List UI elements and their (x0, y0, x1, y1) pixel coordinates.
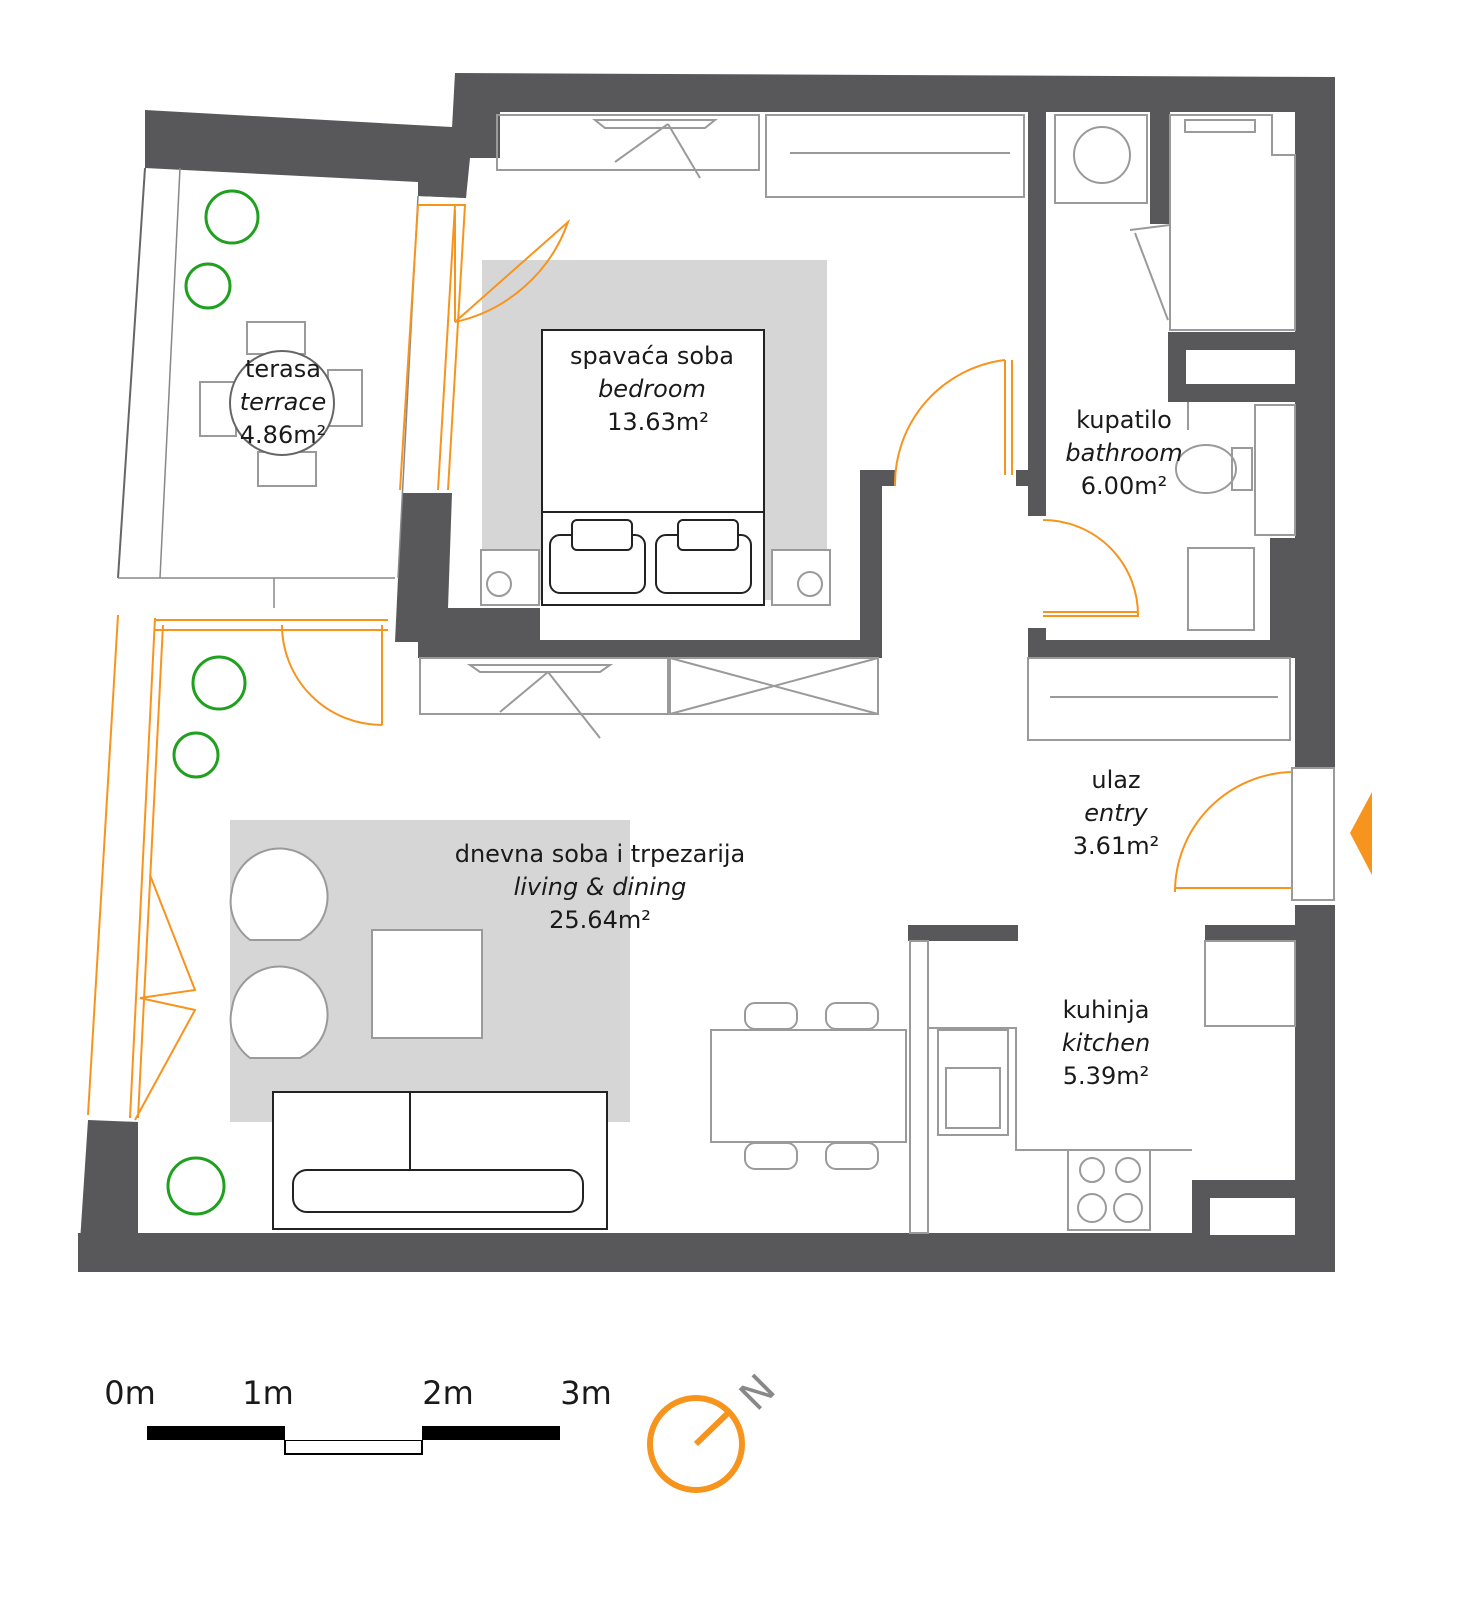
entry-name: ulaz (1091, 766, 1140, 794)
entry-name-en: entry (1084, 799, 1148, 827)
compass-north-label: N (731, 1366, 785, 1420)
terrace-area-label: 4.86m² (240, 421, 326, 449)
living-name: dnevna soba i trpezarija (455, 840, 746, 868)
terrace-name: terasa (245, 355, 321, 383)
scale-label-0: 0m (104, 1374, 156, 1412)
plant-icon (166, 189, 260, 1216)
bedroom-area (480, 114, 1025, 606)
scale-bar: 0m 1m 2m 3m (104, 1374, 612, 1455)
scale-label-2: 2m (422, 1374, 474, 1412)
scale-label-3: 3m (560, 1374, 612, 1412)
bedroom-name-en: bedroom (598, 375, 706, 403)
terrace-area (117, 167, 419, 608)
bedroom-area-label: 13.63m² (607, 408, 709, 436)
kitchen-area (909, 940, 1296, 1234)
kitchen-name-en: kitchen (1062, 1029, 1150, 1057)
living-name-en: living & dining (514, 873, 687, 901)
living-area (87, 614, 907, 1230)
entry-arrow-icon (1350, 792, 1372, 875)
bathroom-name-en: bathroom (1065, 439, 1182, 467)
compass-icon: N (647, 1366, 785, 1493)
kitchen-area-label: 5.39m² (1063, 1062, 1149, 1090)
living-area-label: 25.64m² (549, 906, 651, 934)
scale-label-1: 1m (242, 1374, 294, 1412)
kitchen-name: kuhinja (1063, 996, 1150, 1024)
entry-area-label: 3.61m² (1073, 832, 1159, 860)
walls (78, 73, 1335, 1272)
terrace-windows (399, 204, 466, 491)
bedroom-name: spavaća soba (570, 342, 734, 370)
bathroom-area (1042, 114, 1296, 631)
bathroom-name: kupatilo (1076, 406, 1172, 434)
entry-area (419, 657, 1335, 901)
bathroom-area-label: 6.00m² (1081, 472, 1167, 500)
bedroom-doors (454, 210, 1013, 487)
terrace-name-en: terrace (240, 388, 327, 416)
